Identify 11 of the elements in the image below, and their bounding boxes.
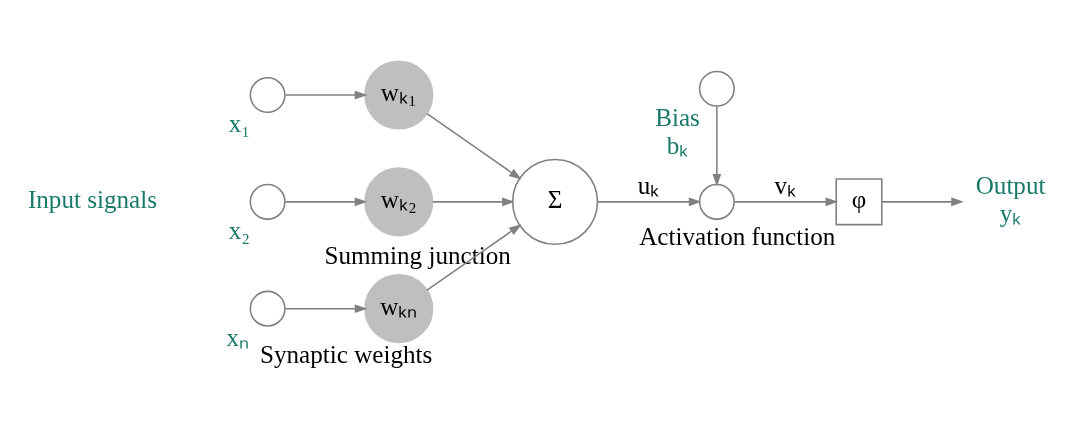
edge-label: vₖ: [774, 171, 796, 199]
node-label: Activation function: [639, 222, 836, 250]
node-label: bₖ: [666, 132, 689, 160]
node-label: x₁: [228, 110, 251, 138]
node-label: Bias: [655, 104, 700, 132]
node-label: Summing junction: [324, 242, 511, 270]
node-label: x₂: [228, 217, 251, 245]
node-text: Output yₖ: [975, 171, 1046, 227]
node-label: xₙ: [226, 324, 250, 352]
label: Input signals: [27, 185, 158, 213]
edge-label: uₖ: [637, 171, 660, 199]
